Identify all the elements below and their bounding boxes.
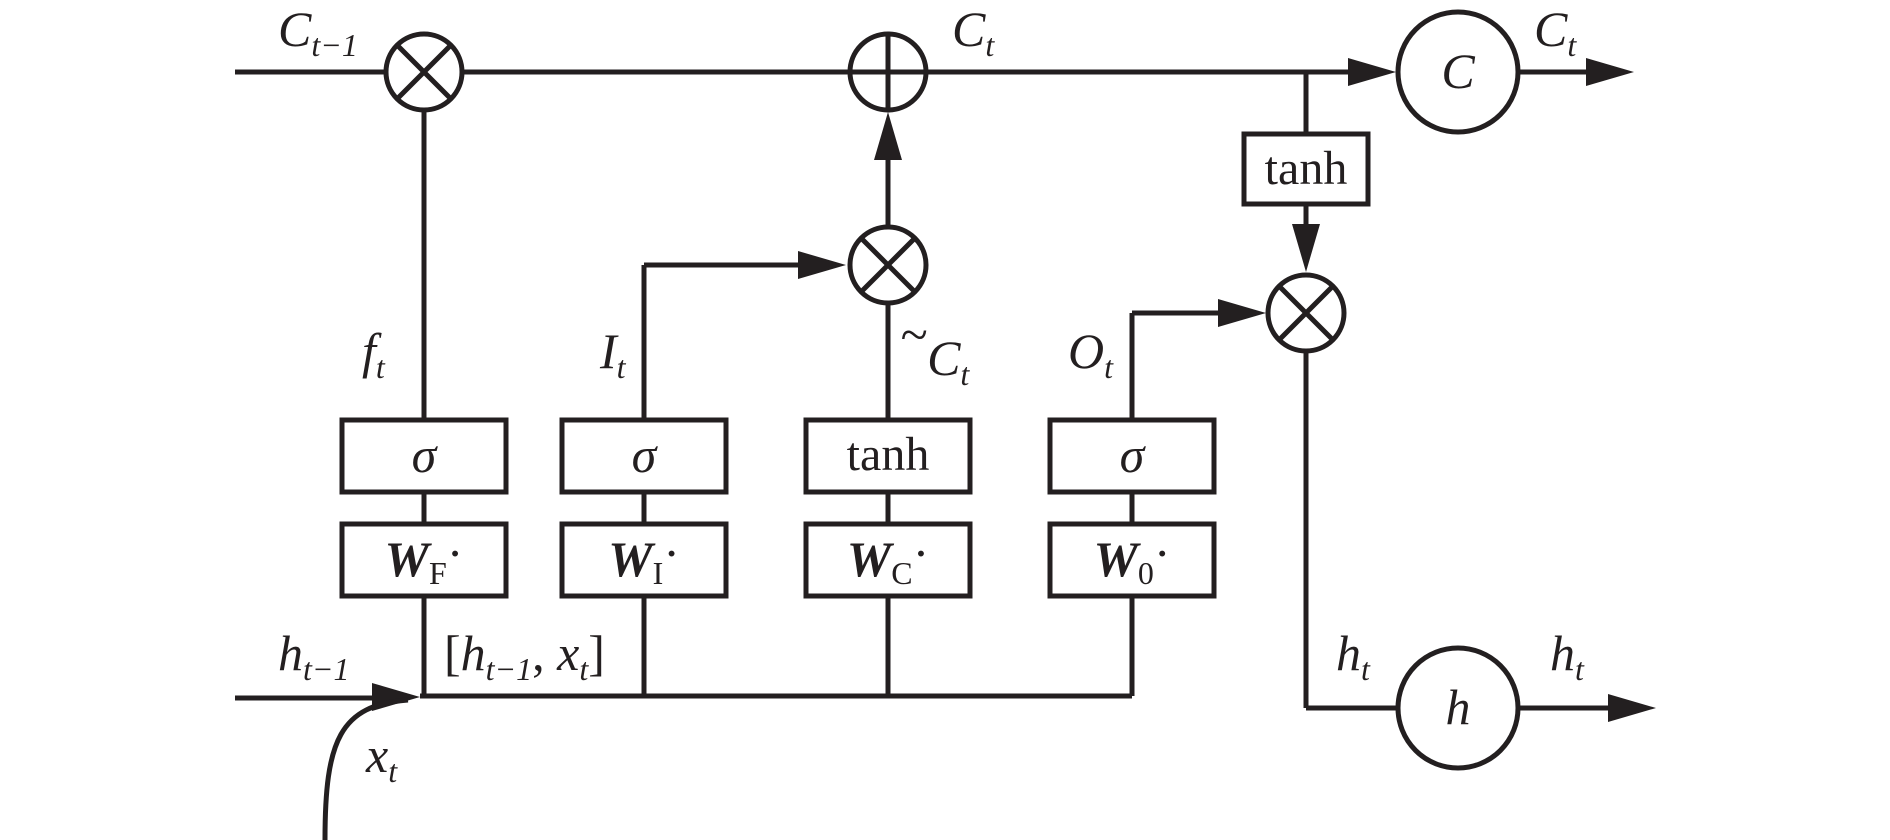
ctilde-label: ~Ct: [900, 306, 970, 392]
cell-state-arrow: [1348, 58, 1396, 86]
input-sigma-label: σ: [632, 427, 659, 483]
input-multiply-node: [847, 224, 929, 306]
candidate-weight-box: [803, 521, 973, 599]
c-prev-label: Ct−1: [278, 1, 358, 63]
cell-add-node: [847, 31, 929, 113]
candidate-arrow: [874, 112, 902, 160]
i-t-label: It: [599, 323, 627, 385]
candidate-tanh-box: [803, 417, 973, 495]
cell-state-node: [1395, 9, 1521, 135]
h-prev-label: ht−1: [278, 625, 349, 687]
forget-sigma-box: [339, 417, 509, 495]
f-t-label: ft: [362, 323, 386, 385]
cell-state-node-label: C: [1441, 43, 1475, 99]
input-arrow: [798, 251, 846, 279]
hidden-state-node: [1395, 645, 1521, 771]
forget-weight-box: [339, 521, 509, 599]
forget-sigma-label: σ: [412, 427, 439, 483]
hidden-output-arrow: [1608, 694, 1656, 722]
input-sigma-box: [559, 417, 729, 495]
output-sigma-box: [1047, 417, 1217, 495]
cell-tanh-arrow: [1292, 224, 1320, 272]
x-t-label: xt: [365, 727, 398, 789]
output-weight-label: W0·: [1093, 525, 1170, 591]
concat-label: [ht−1, xt]: [444, 625, 605, 687]
cell-output-arrow: [1586, 58, 1634, 86]
output-weight-box: [1047, 521, 1217, 599]
c-t-label: Ct: [952, 1, 995, 63]
c-out-label: Ct: [1534, 1, 1577, 63]
candidate-weight-label: WC·: [847, 525, 929, 591]
forget-weight-label: WF·: [385, 525, 464, 591]
o-t-label: Ot: [1068, 323, 1114, 385]
output-arrow: [1218, 299, 1266, 327]
h-t-label: ht: [1336, 625, 1371, 687]
cell-tanh-label: tanh: [1265, 142, 1348, 195]
output-multiply-node: [1265, 272, 1347, 354]
h-out-label: ht: [1550, 625, 1585, 687]
input-x-curve: [322, 697, 409, 840]
output-sigma-label: σ: [1120, 427, 1147, 483]
input-weight-box: [559, 521, 729, 599]
candidate-tanh-label: tanh: [847, 428, 930, 481]
cell-tanh-box: [1241, 131, 1371, 207]
hidden-state-node-label: h: [1446, 679, 1471, 735]
input-weight-label: WI·: [608, 525, 680, 591]
forget-multiply-node: [383, 31, 465, 113]
